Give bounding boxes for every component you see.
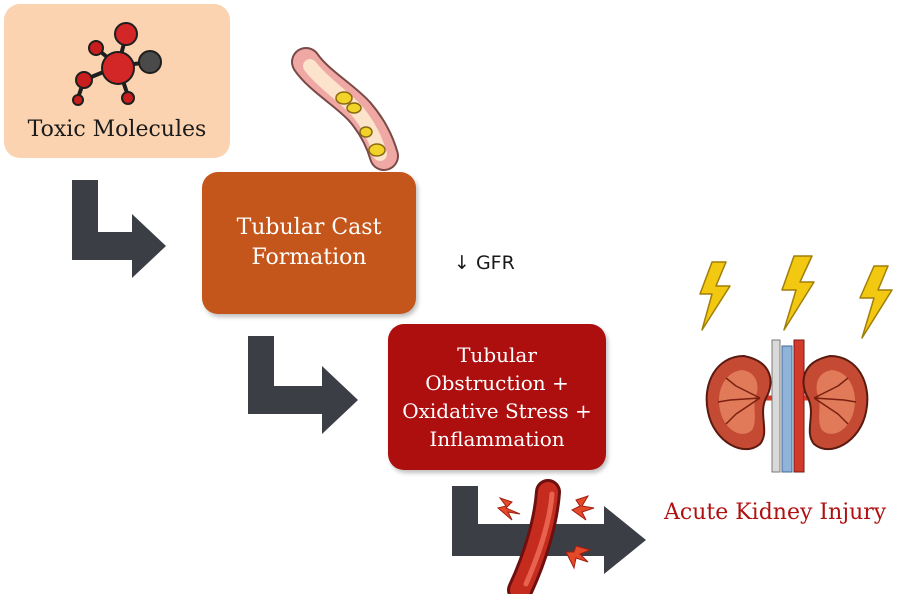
acute-kidney-injury-label: Acute Kidney Injury	[664, 500, 887, 525]
tubular-cast-node: Tubular Cast Formation	[202, 172, 416, 314]
toxic-molecules-label: Toxic Molecules	[27, 117, 207, 142]
obstruction-label: Tubular Obstruction + Oxidative Stress +…	[402, 343, 592, 451]
gfr-annotation: ↓ GFR	[454, 252, 515, 274]
arrow-1	[72, 180, 166, 278]
obstruction-node: Tubular Obstruction + Oxidative Stress +…	[388, 324, 606, 470]
tubular-cast-label: Tubular Cast Formation	[236, 215, 382, 270]
arrow-2	[248, 336, 358, 434]
